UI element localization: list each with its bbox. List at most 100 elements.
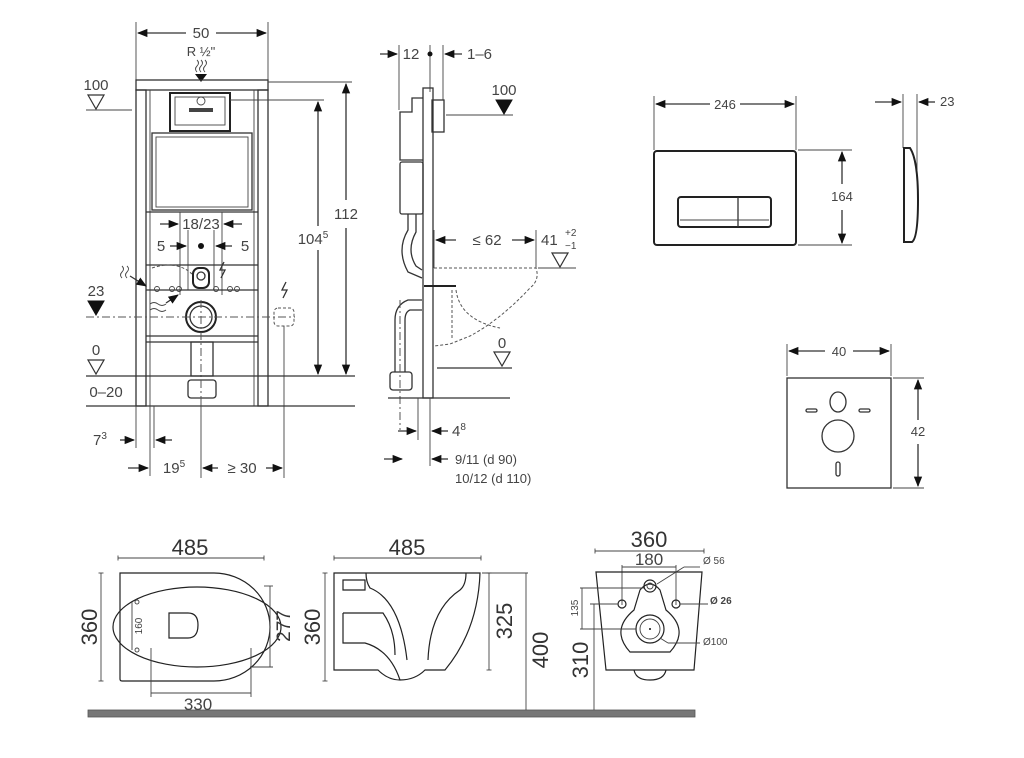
valve-center [196,271,206,281]
frame-left-post [135,89,147,407]
brand-logo [189,108,213,112]
drain-end [389,371,413,391]
drain-d90-label: 9/11 (d 90) [455,452,517,467]
bowl-outline-hidden [433,267,538,347]
level-marker-icon [86,94,106,111]
drain-bend [394,299,422,372]
frame-post-profile [422,87,434,399]
wall-range-label: 1–6 [467,46,492,63]
drain-hole [821,419,855,453]
flush-bend-inner [410,214,423,271]
cistern [151,132,253,211]
inlet-hole [643,579,657,593]
flush-plate-drawing: 246 164 23 [653,94,954,246]
level-marker-icon [550,252,570,269]
level-23-label: 23 [88,283,105,300]
outlet-diameter-label: Ø100 [703,637,728,648]
drain-elbow [187,379,217,399]
bowl-inner-curve [427,572,467,661]
bowl-top-view: 485 360 160 277 330 [77,535,295,714]
back-width-label: 360 [631,527,668,552]
inlet-port [342,579,366,591]
dim-arrow [129,275,147,287]
seat-length-label: 330 [184,695,212,714]
actuator-side [431,99,445,133]
frame-width-label: 50 [193,25,210,42]
outlet-inner [639,618,661,640]
bowl-trap [342,613,401,681]
level-marker-filled-icon [495,99,513,116]
outlet-height-label: 310 [568,642,593,679]
outlet-center [649,628,651,630]
pad-height-label: 42 [911,424,925,439]
cable-slot [835,461,841,477]
floor-range-label: 0–20 [89,384,122,401]
tolerance-plus: +2 [565,228,577,239]
inner-height-label: 325 [492,603,517,640]
drain-d110-label: 10/12 (d 110) [455,471,531,486]
top-width-label: 360 [77,609,102,646]
hidden-pipe [151,264,193,275]
bowl-inner-hidden [455,289,501,329]
tolerance-minus: −1 [565,241,577,252]
drain-icon [149,302,167,312]
inner-height-label: 1045 [298,230,329,248]
leader-line [659,637,669,644]
bowl-back-view: 360 180 Ø 56 Ø 26 Ø100 135 310 [568,527,732,710]
frame-right-post [257,89,269,407]
outlet-port [343,612,396,656]
cistern-body-side [399,161,424,215]
center-point [198,243,204,249]
sound-pad-drawing: 40 42 [786,344,925,489]
cistern-inner [155,136,249,208]
frame-side-view: 12 1–6 100 ≤ 62 41 +2 −1 0 [380,45,577,486]
flush-plate-side [903,147,920,243]
water-supply-icon [195,59,207,73]
offset-right-label: 5 [241,238,249,255]
bowl-opening [168,612,199,639]
bowl-outline [119,572,271,682]
seat-width-label: 277 [274,610,295,642]
offset-left-label: 5 [157,238,165,255]
level-100-label: 100 [83,77,108,94]
flush-buttons [677,196,772,228]
plate-width-label: 246 [714,97,736,112]
level-marker-icon [86,359,106,376]
top-length-label: 485 [172,535,209,560]
bolt-hole [134,647,140,653]
inlet-valve [192,267,210,289]
mount-height-label: 400 [528,632,553,669]
electric-icon [280,281,289,299]
frame-depth-label: 12 [403,46,420,63]
dim-arrow [165,294,179,304]
side-offset-label: 48 [452,422,466,440]
bolt-diameter-label: Ø 26 [710,596,732,607]
flush-bend [401,214,423,279]
foot-offset-label: 73 [93,431,107,449]
actuator-circle [196,96,206,106]
pad-width-label: 40 [832,344,846,359]
inlet-inner [646,582,654,590]
arrow-down-icon [195,74,207,82]
rear-flange [620,583,680,653]
pipe-thread-label: R ½" [187,44,216,59]
level-0-label: 0 [92,342,100,359]
cistern-side [399,97,423,161]
bolt-spacing-back-label: 180 [635,550,663,569]
plate-height-label: 164 [831,189,853,204]
mounting-bolts [154,286,240,292]
bolt-slot [858,408,871,413]
bowl-side-outline [333,572,481,681]
side-level-0-label: 0 [498,335,506,352]
level-marker-icon [492,351,512,368]
bowl-inner-curve [365,572,408,661]
bolt-spacing-label: 160 [134,617,145,634]
electric-icon [218,261,227,279]
floor-bar [87,709,696,718]
leader-line [656,566,685,585]
inlet-diameter-label: Ø 56 [703,556,725,567]
center-point [427,51,433,57]
seat-outline [112,586,282,668]
frame-top-rail [135,79,269,91]
